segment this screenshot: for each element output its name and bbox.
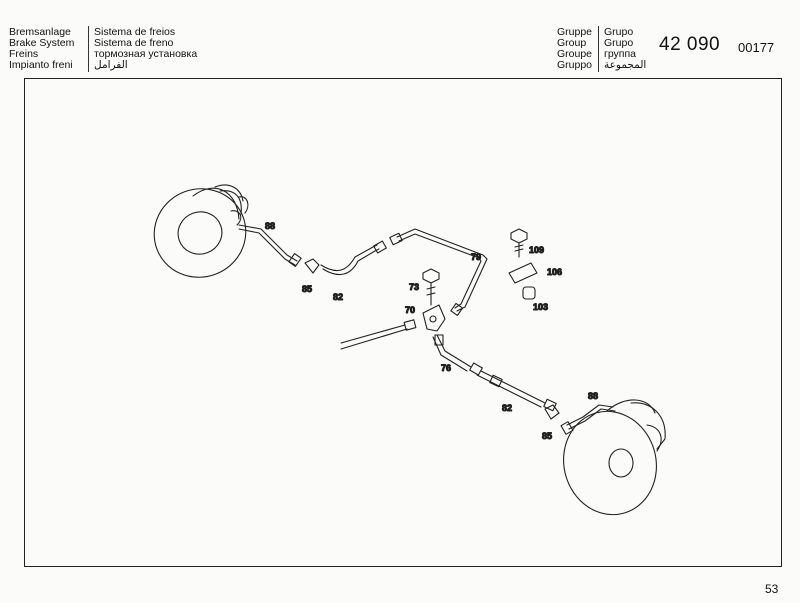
- label-en: Brake System: [9, 37, 75, 49]
- callout-73: 73: [409, 282, 419, 292]
- left-retaining-clip: [304, 258, 320, 274]
- label-ru: тормозная установка: [94, 48, 198, 60]
- right-retaining-clip: [544, 404, 560, 420]
- screw-73: [422, 268, 440, 306]
- label-de: Bremsanlage: [9, 26, 71, 38]
- label-pt: Sistema de freios: [94, 26, 176, 38]
- group-label-ru: группа: [604, 48, 637, 60]
- group-labels-left: Gruppe Group Groupe Gruppo: [557, 27, 592, 71]
- diagram-frame: 88 85 82 79 109 106 73 70 103 76 82 85 8…: [24, 78, 782, 567]
- system-labels-left: Bremsanlage Brake System Freins Impianto…: [9, 27, 74, 71]
- callout-82-left: 82: [333, 292, 343, 302]
- right-brake-disc: [563, 399, 666, 516]
- group-divider: [598, 26, 599, 72]
- group-label-en: Group: [557, 37, 587, 49]
- group-label-de: Gruppe: [557, 26, 593, 38]
- group-label-pt: Grupo: [604, 26, 634, 38]
- right-brake-hose: [566, 404, 616, 430]
- label-fr: Freins: [9, 48, 39, 60]
- group-label-es: Grupo: [604, 37, 634, 49]
- incoming-brake-line: [340, 324, 408, 350]
- group-number: 42 090: [659, 34, 721, 55]
- page-number: 53: [765, 582, 779, 596]
- group-labels-right: Grupo Grupo группа المجموعة: [604, 27, 646, 71]
- holder-106: [508, 262, 538, 284]
- code-number: 00177: [738, 40, 775, 55]
- callout-76: 76: [441, 363, 451, 373]
- callout-109: 109: [529, 245, 544, 255]
- right-brake-line: [476, 370, 546, 408]
- left-brake-line: [320, 244, 378, 272]
- brake-line-76: [432, 334, 472, 372]
- label-es: Sistema de freno: [94, 37, 174, 49]
- callout-70: 70: [405, 305, 415, 315]
- page-header: Bremsanlage Brake System Freins Impianto…: [0, 0, 800, 78]
- group-label-ar: المجموعة: [604, 59, 647, 71]
- callout-79: 79: [471, 252, 481, 262]
- label-it: Impianto freni: [9, 59, 73, 71]
- left-brake-disc: [153, 184, 249, 278]
- sleeve-103: [522, 286, 536, 300]
- callout-88-right: 88: [588, 391, 598, 401]
- header-divider: [88, 26, 89, 72]
- system-labels-right: Sistema de freios Sistema de freno тормо…: [94, 27, 197, 71]
- group-label-it: Gruppo: [557, 59, 593, 71]
- callout-88-left: 88: [265, 221, 275, 231]
- callout-103: 103: [533, 302, 548, 312]
- brake-line-diagram: 88 85 82 79 109 106 73 70 103 76 82 85 8…: [153, 184, 666, 516]
- main-brake-line: [396, 228, 488, 312]
- callout-85-right: 85: [542, 431, 552, 441]
- callout-82-right: 82: [502, 403, 512, 413]
- group-label-fr: Groupe: [557, 48, 593, 60]
- callout-85-left: 85: [302, 284, 312, 294]
- brake-distributor-70: [422, 304, 446, 332]
- screw-109: [510, 228, 528, 258]
- callout-106: 106: [547, 267, 562, 277]
- label-ar: الفرامل: [94, 59, 128, 71]
